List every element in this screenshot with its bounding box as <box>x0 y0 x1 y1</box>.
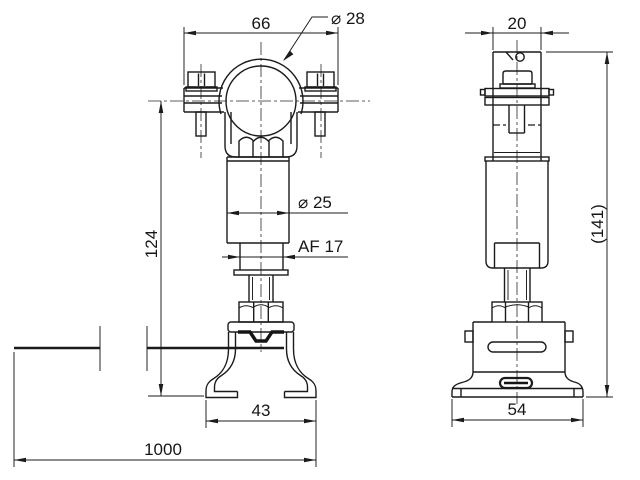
dim-pipe-diameter: ⌀ 28 <box>283 9 365 61</box>
dim-center-to-base: 124 <box>142 101 204 397</box>
body-cylinder-side <box>484 156 550 269</box>
clamp-screw-left <box>185 71 218 137</box>
dim-base-width-label: 54 <box>508 400 527 419</box>
band-plate-lower <box>484 96 550 106</box>
rail-with-break <box>14 326 284 371</box>
plate-hole <box>515 52 525 62</box>
dim-saddle-width-label: 43 <box>252 401 271 420</box>
dim-clamp-width: 66 <box>183 14 339 85</box>
dim-across-flats: AF 17 <box>222 237 348 260</box>
hex-flats-front <box>233 243 289 276</box>
pipe-bore-circle <box>225 65 297 137</box>
dim-center-to-base-label: 124 <box>142 230 161 258</box>
dim-body-diameter: ⌀ 25 <box>227 193 348 216</box>
dim-profile-width: 20 <box>465 14 569 50</box>
base-tab-left <box>464 330 474 343</box>
dim-rail-length-label: 1000 <box>144 440 182 459</box>
dim-base-width: 54 <box>451 399 584 427</box>
front-view <box>14 42 370 399</box>
base-tab-right <box>564 330 574 343</box>
threaded-rod-front <box>248 275 274 302</box>
saddle-foot-front <box>205 321 317 399</box>
dim-profile-width-label: 20 <box>508 14 527 33</box>
side-view <box>451 40 584 404</box>
body-cylinder-front <box>226 156 290 244</box>
dim-clamp-width-label: 66 <box>252 14 271 33</box>
screw-head-side <box>502 70 533 84</box>
base-bracket-side <box>451 321 584 398</box>
base-slot <box>487 341 547 353</box>
dim-saddle-width: 43 <box>205 400 317 467</box>
hex-nut-side <box>491 301 543 323</box>
dim-pipe-diameter-label: ⌀ 28 <box>331 9 365 28</box>
base-foot-slot <box>498 376 534 390</box>
front-centerlines <box>148 42 370 352</box>
dimensions: 66 ⌀ 28 ⌀ 25 AF 17 124 <box>13 9 613 467</box>
pipe-clamp-ring <box>218 58 304 137</box>
dim-body-diameter-label: ⌀ 25 <box>298 193 332 212</box>
saddle-jaw-profile <box>238 330 284 343</box>
dim-across-flats-label: AF 17 <box>298 237 343 256</box>
dim-overall-height-label: (141) <box>588 204 607 244</box>
captive-nut-crown <box>238 136 284 157</box>
clamp-screw-right <box>304 71 337 137</box>
threaded-rod-side <box>503 268 531 302</box>
dim-overall-height: (141) <box>546 51 613 398</box>
top-plate-side <box>479 51 555 161</box>
dim-rail-length: 1000 <box>13 352 316 467</box>
